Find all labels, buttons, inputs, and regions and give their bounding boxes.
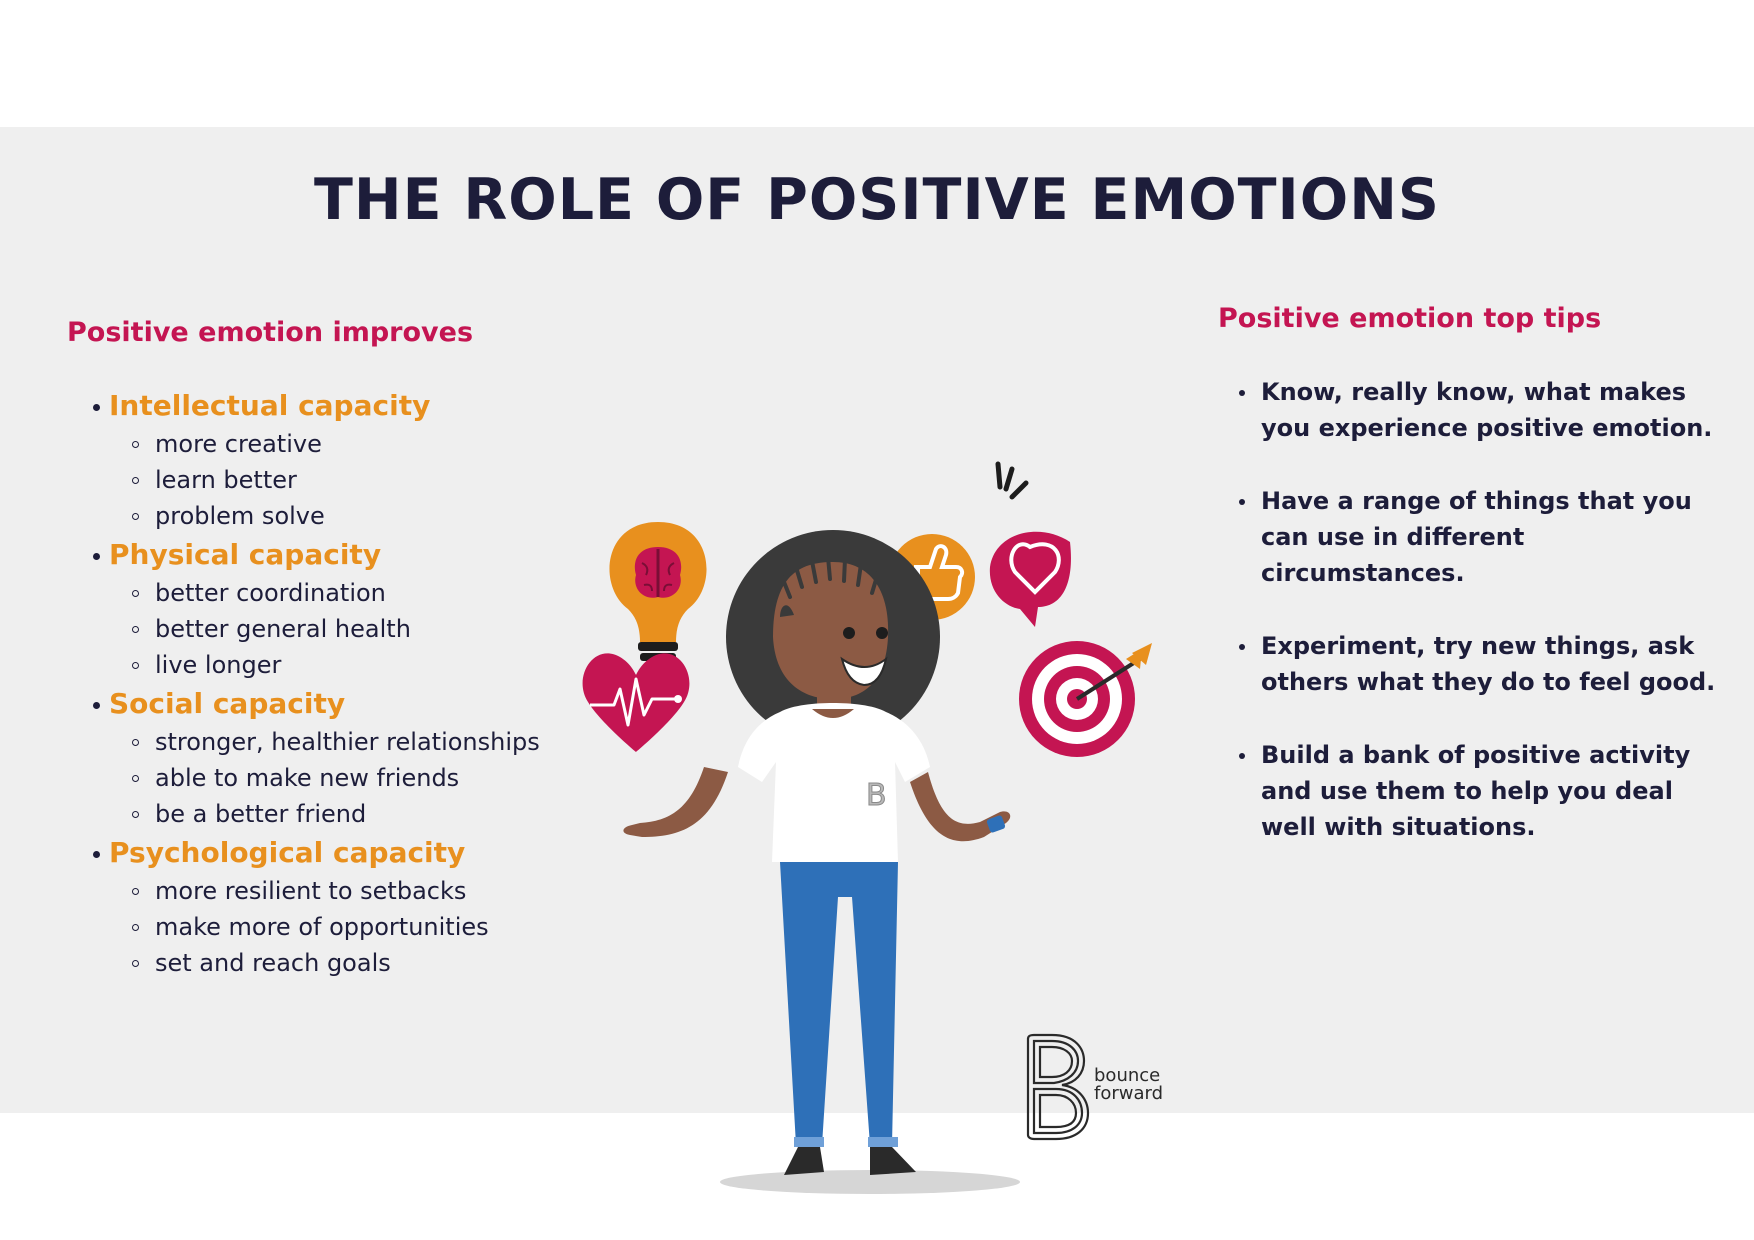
list-item: more creative xyxy=(67,426,587,462)
list-item: learn better xyxy=(67,462,587,498)
shirt-logo: B xyxy=(866,778,887,813)
brand-b-mark-icon xyxy=(1026,1033,1090,1141)
lightbulb-brain-icon xyxy=(609,522,707,671)
capacity-title: Intellectual capacity xyxy=(67,386,587,426)
brand-line-1: bounce xyxy=(1094,1065,1161,1086)
tip-item: Know, really know, what makes you experi… xyxy=(1218,374,1718,446)
capacity-title: Social capacity xyxy=(67,684,587,724)
face xyxy=(773,562,889,699)
capacity-sublist: more creative learn better problem solve xyxy=(67,426,587,534)
right-arm xyxy=(910,772,1011,842)
improves-heading: Positive emotion improves xyxy=(67,317,474,348)
list-item: make more of opportunities xyxy=(67,909,587,945)
capacity-physical: Physical capacity better coordination be… xyxy=(67,535,587,683)
brand-wordmark: bounce forward xyxy=(1094,1067,1163,1103)
tips-heading: Positive emotion top tips xyxy=(1218,303,1602,334)
tip-item: Build a bank of positive activity and us… xyxy=(1218,737,1718,845)
brand-line-2: forward xyxy=(1094,1083,1164,1104)
left-shoe xyxy=(784,1147,824,1175)
list-item: able to make new friends xyxy=(67,760,587,796)
list-item: be a better friend xyxy=(67,796,587,832)
tip-item: Experiment, try new things, ask others w… xyxy=(1218,628,1718,700)
list-item: set and reach goals xyxy=(67,945,587,981)
list-item: problem solve xyxy=(67,498,587,534)
improves-column: Positive emotion improves Intellectual c… xyxy=(67,317,587,982)
list-item: more resilient to setbacks xyxy=(67,873,587,909)
right-shoe xyxy=(870,1147,916,1175)
left-arm xyxy=(623,767,728,837)
capacity-list: Intellectual capacity more creative lear… xyxy=(67,386,587,981)
capacity-sublist: stronger, healthier relationships able t… xyxy=(67,724,587,832)
shirt xyxy=(738,703,930,862)
bounce-forward-logo: bounce forward xyxy=(1020,1033,1170,1143)
ground-shadow xyxy=(720,1170,1020,1194)
tip-item: Have a range of things that you can use … xyxy=(1218,483,1718,591)
list-item: better general health xyxy=(67,611,587,647)
target-arrow-icon xyxy=(1019,641,1152,757)
person-juggling-illustration: B xyxy=(582,461,1152,1194)
tips-column: Positive emotion top tips Know, really k… xyxy=(1218,303,1718,882)
capacity-intellectual: Intellectual capacity more creative lear… xyxy=(67,386,587,534)
page-title: THE ROLE OF POSITIVE EMOTIONS xyxy=(314,167,1440,233)
capacity-title: Physical capacity xyxy=(67,535,587,575)
capacity-psychological: Psychological capacity more resilient to… xyxy=(67,833,587,981)
capacity-title: Psychological capacity xyxy=(67,833,587,873)
list-item: stronger, healthier relationships xyxy=(67,724,587,760)
capacity-sublist: more resilient to setbacks make more of … xyxy=(67,873,587,981)
heartbeat-icon xyxy=(582,653,690,752)
capacity-sublist: better coordination better general healt… xyxy=(67,575,587,683)
trousers xyxy=(780,862,898,1145)
tips-list: Know, really know, what makes you experi… xyxy=(1218,374,1718,845)
list-item: better coordination xyxy=(67,575,587,611)
list-item: live longer xyxy=(67,647,587,683)
slide: THE ROLE OF POSITIVE EMOTIONS Positive e… xyxy=(0,127,1754,1194)
capacity-social: Social capacity stronger, healthier rela… xyxy=(67,684,587,832)
